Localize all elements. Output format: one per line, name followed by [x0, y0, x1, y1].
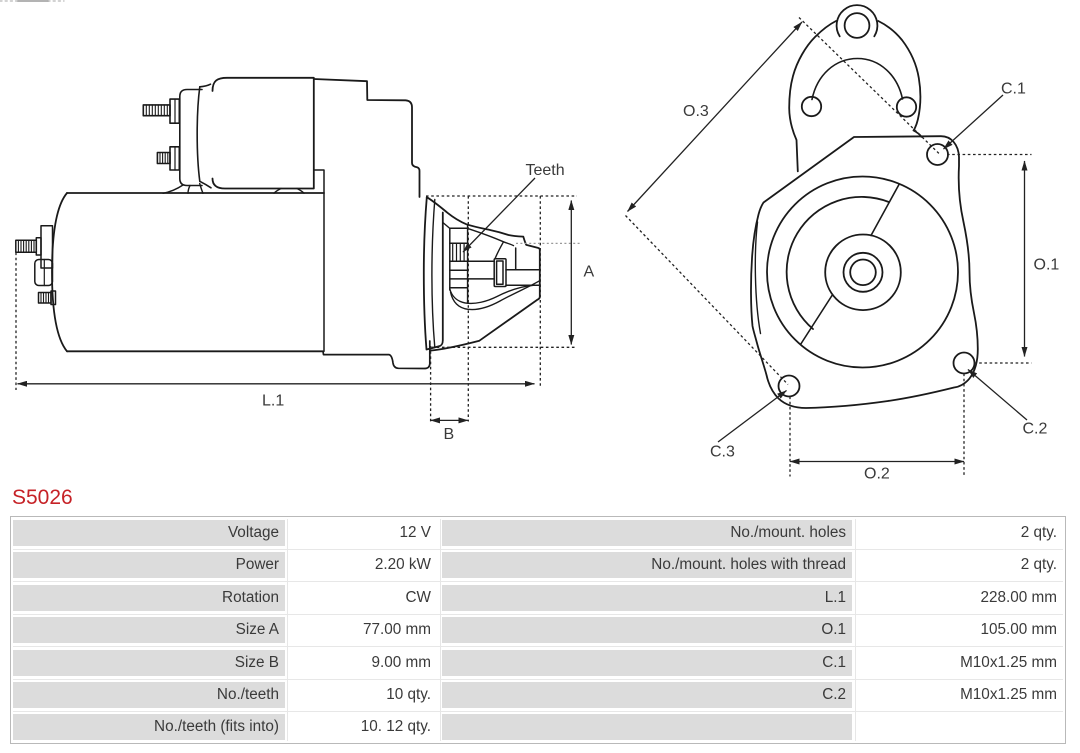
- svg-text:O.1: O.1: [1034, 257, 1060, 274]
- svg-text:B: B: [444, 426, 455, 443]
- svg-text:C.2: C.2: [1023, 421, 1048, 438]
- svg-text:O.3: O.3: [683, 103, 709, 120]
- svg-text:C.3: C.3: [710, 444, 735, 461]
- svg-text:Teeth: Teeth: [526, 162, 565, 179]
- svg-text:A: A: [584, 264, 595, 281]
- svg-text:L.1: L.1: [262, 393, 284, 410]
- svg-text:O.2: O.2: [864, 466, 890, 483]
- svg-text:C.1: C.1: [1001, 81, 1026, 98]
